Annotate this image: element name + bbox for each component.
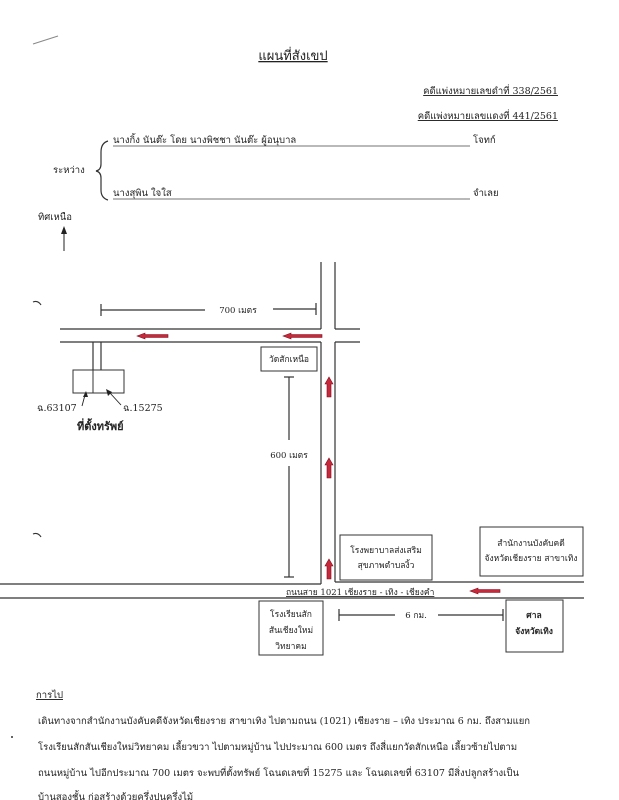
scan-mark xyxy=(11,736,13,738)
distance-700m: 700 เมตร xyxy=(100,303,317,316)
village-road-vertical xyxy=(320,262,336,584)
distance-600m: 600 เมตร xyxy=(270,376,308,578)
property-plots xyxy=(72,342,125,407)
red-arrow-up-icon xyxy=(324,376,334,398)
north-label: ทิศเหนือ xyxy=(38,212,72,223)
school-label-line1: โรงเรียนสัก xyxy=(270,609,312,620)
page-title: แผนที่สังเขป xyxy=(258,47,327,64)
directions-heading: การไป xyxy=(36,689,63,701)
red-arrow-left-icon xyxy=(469,587,501,595)
plaintiff-name: นางกิ้ง นันต๊ะ โดย นางพิชชา นันต๊ะ ผู้อน… xyxy=(113,133,296,146)
hospital-label-line2: สุขภาพตำบลงิ้ว xyxy=(358,559,415,571)
scan-mark xyxy=(32,300,42,306)
court-box xyxy=(505,599,564,653)
school-box xyxy=(258,600,324,656)
distance-600m-label: 600 เมตร xyxy=(270,451,308,461)
temple-label: วัดสักเหนือ xyxy=(269,354,309,365)
case-number-red: คดีแพ่งหมายเลขแดงที่ 441/2561 xyxy=(418,109,558,122)
brace xyxy=(95,140,109,201)
distance-6km: 6 กม. xyxy=(338,609,504,621)
school-label-line2: สันเชียงใหม่ xyxy=(269,625,313,636)
red-arrow-left-icon xyxy=(136,332,169,340)
north-arrow-icon xyxy=(61,226,67,251)
between-label: ระหว่าง xyxy=(53,165,85,176)
red-arrow-up-icon xyxy=(324,457,334,479)
case-number-black: คดีแพ่งหมายเลขดำที่ 338/2561 xyxy=(423,84,558,97)
highway-1021 xyxy=(0,581,584,599)
highway-label: ถนนสาย 1021 เชียงราย - เทิง - เชียงคำ xyxy=(286,587,434,598)
scan-mark xyxy=(32,35,59,45)
defendant-name: นางสุพิน ใจใส xyxy=(113,187,172,199)
office-label-line2: จังหวัดเชียงราย สาขาเทิง xyxy=(484,553,577,564)
court-label-line2: จังหวัดเทิง xyxy=(515,626,553,637)
temple-box xyxy=(260,346,318,372)
deed-15275-label: ฉ.15275 xyxy=(123,403,163,414)
hospital-label-line1: โรงพยาบาลส่งเสริม xyxy=(350,545,422,556)
plaintiff-role: โจทก์ xyxy=(473,134,496,146)
directions-line: โรงเรียนสักสันเชียงใหม่วิทยาคม เลี้ยวขวา… xyxy=(38,740,517,753)
red-arrow-up-icon xyxy=(324,558,334,580)
distance-700m-label: 700 เมตร xyxy=(219,306,257,316)
distance-6km-label: 6 กม. xyxy=(405,611,427,621)
hospital-box xyxy=(339,534,433,581)
enforcement-office-box xyxy=(479,526,584,577)
directions-line: ถนนหมู่บ้าน ไปอีกประมาณ 700 เมตร จะพบที่… xyxy=(38,766,519,779)
deed-63107-label: ฉ.63107 xyxy=(37,403,77,414)
school-label-line3: วิทยาคม xyxy=(275,642,307,652)
defendant-role: จำเลย xyxy=(473,188,499,199)
court-label-line1: ศาล xyxy=(526,611,541,621)
directions-line: เดินทางจากสำนักงานบังคับคดีจังหวัดเชียงร… xyxy=(38,715,530,727)
village-road-upper xyxy=(60,328,360,343)
scan-mark xyxy=(32,532,42,538)
red-arrow-left-icon xyxy=(282,332,323,340)
office-label-line1: สำนักงานบังคับคดี xyxy=(497,538,565,549)
property-location-label: ที่ตั้งทรัพย์ xyxy=(77,418,124,433)
directions-line: บ้านสองชั้น ก่อสร้างด้วยครึ่งปูนครึ่งไม้ xyxy=(38,790,193,800)
